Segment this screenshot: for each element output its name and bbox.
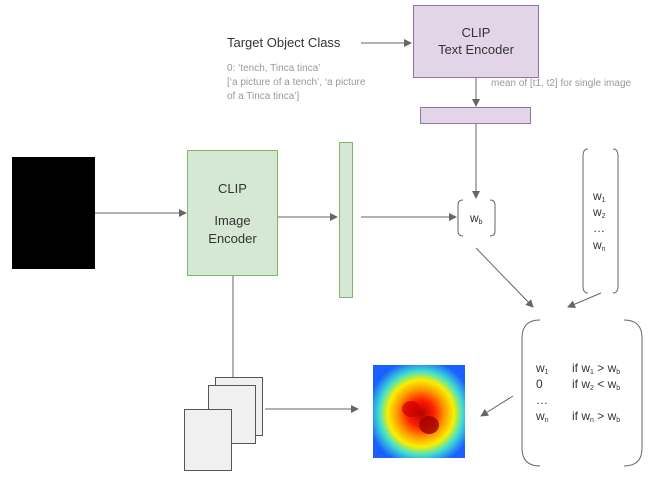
r1-cond: if w	[572, 361, 590, 375]
arrow-wb-to-result	[475, 247, 534, 308]
image-feature-bar	[339, 142, 353, 298]
result-row-1: w1	[536, 361, 549, 380]
result-row-2-cond: if w2 < wb	[572, 377, 620, 396]
r1-op: > w	[593, 361, 617, 375]
text-encoder-subtitle: Text Encoder	[438, 42, 514, 57]
w1-w: w	[593, 189, 602, 203]
feature-map-dots: …	[219, 378, 229, 392]
result-row-4-cond: if wn > wb	[572, 409, 620, 428]
result-row-1-cond: if w1 > wb	[572, 361, 620, 380]
r2-cond: if w	[572, 377, 590, 391]
result-row-2: 0	[536, 377, 543, 391]
mean-note: mean of [t1, t2] for single image	[491, 78, 632, 89]
w1-sub: 1	[601, 197, 606, 204]
input-image	[12, 157, 95, 269]
class-example-line-1: 0: ‘tench, Tinca tinca’	[227, 63, 321, 74]
class-example-line-2: [‘a picture of a tench’, ‘a picture	[227, 77, 366, 88]
wn-w: w	[593, 238, 602, 252]
wb-bracket-right	[489, 199, 496, 237]
result-row-3: …	[536, 393, 548, 407]
weights-bracket-right	[612, 148, 619, 294]
target-object-class-label: Target Object Class	[227, 35, 341, 50]
clip-text-encoder-box: CLIP Text Encoder	[413, 5, 539, 78]
text-embedding-bar	[420, 107, 531, 124]
image-encoder-line-2: Image	[214, 213, 251, 228]
text-encoder-title: CLIP	[461, 25, 491, 40]
wb-w: w	[470, 211, 479, 225]
r2-sub1: 2	[590, 385, 594, 392]
r1-left: w	[536, 361, 545, 375]
r2-sub2: b	[616, 385, 621, 392]
image-encoder-title: CLIP	[218, 181, 247, 196]
weight-w2: w2	[593, 205, 606, 224]
cam-heatmap	[373, 365, 465, 458]
r4-op: > w	[593, 409, 617, 423]
class-example-line-3: of a Tinca tinca’]	[227, 91, 300, 102]
arrow-weights-to-result	[567, 292, 602, 308]
image-encoder-line-3: Encoder	[208, 231, 257, 246]
r4-left-sub: n	[544, 417, 549, 424]
r2-left: 0	[536, 377, 543, 391]
w2-w: w	[593, 205, 602, 219]
r1-sub1: 1	[590, 369, 594, 376]
wn-sub: n	[601, 246, 606, 253]
weight-wn: wn	[593, 238, 606, 257]
r4-sub2: b	[616, 417, 621, 424]
r4-left: w	[536, 409, 545, 423]
r4-sub1: n	[590, 417, 594, 424]
weight-dots: …	[593, 221, 605, 235]
wb-value: wb	[470, 211, 483, 230]
r4-cond: if w	[572, 409, 590, 423]
arrow-result-to-heatmap	[480, 395, 514, 417]
weight-w1: w1	[593, 189, 606, 208]
r1-sub2: b	[616, 369, 621, 376]
w2-sub: 2	[601, 213, 606, 220]
r1-left-sub: 1	[544, 369, 549, 376]
result-bracket-left	[521, 319, 541, 467]
r2-op: < w	[593, 377, 617, 391]
result-row-4: wn	[536, 409, 549, 428]
weights-bracket-left	[582, 148, 589, 294]
feature-map-sheet-front	[184, 409, 232, 471]
result-bracket-right	[623, 319, 643, 467]
wb-sub: b	[478, 219, 483, 226]
wb-bracket-left	[457, 199, 464, 237]
clip-image-encoder-box: CLIP Image Encoder	[187, 150, 278, 276]
